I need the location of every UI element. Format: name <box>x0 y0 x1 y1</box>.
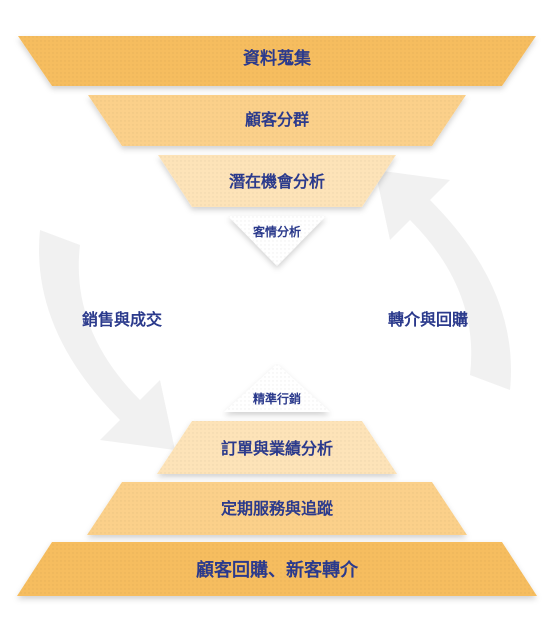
funnel-level-1-label: 資料蒐集 <box>243 48 312 69</box>
funnel-level-2-label: 顧客分群 <box>245 110 309 129</box>
left-cycle-arrow <box>39 230 175 450</box>
funnel-level-4-label: 客情分析 <box>252 224 301 239</box>
funnel-level-3-label: 潛在機會分析 <box>229 172 325 191</box>
bottom-pyramid: 精準行銷 訂單與業績分析 定期服務與追蹤 顧客回購、新客轉介 <box>17 364 537 596</box>
pyramid-level-4-label: 顧客回購、新客轉介 <box>196 559 359 581</box>
sales-and-deal-label: 銷售與成交 <box>82 310 163 329</box>
pyramid-level-1-label: 精準行銷 <box>253 391 301 406</box>
cycle-arrows <box>39 170 511 450</box>
referral-and-repurchase-label: 轉介與回購 <box>388 310 469 329</box>
pyramid-level-2-label: 訂單與業績分析 <box>221 439 333 458</box>
top-funnel: 資料蒐集 顧客分群 潛在機會分析 客情分析 <box>18 36 536 266</box>
pyramid-level-3-label: 定期服務與追蹤 <box>220 499 334 518</box>
right-cycle-arrow <box>375 170 511 390</box>
